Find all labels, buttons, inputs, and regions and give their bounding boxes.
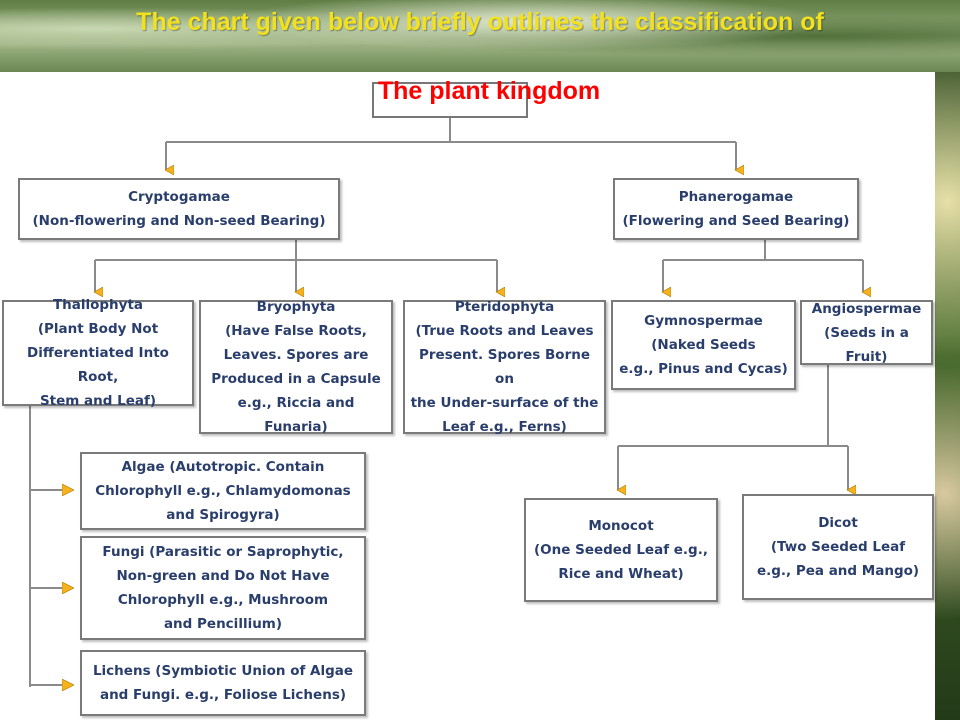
node-lichens: Lichens (Symbiotic Union of Algae and Fu… <box>80 650 366 716</box>
node-monocot: Monocot (One Seeded Leaf e.g., Rice and … <box>524 498 718 602</box>
node-algae: Algae (Autotropic. Contain Chlorophyll e… <box>80 452 366 530</box>
node-gymnospermae: Gymnospermae (Naked Seeds e.g., Pinus an… <box>611 300 796 390</box>
node-bryophyta: Bryophyta (Have False Roots, Leaves. Spo… <box>199 299 393 435</box>
node-angiospermae: Angiospermae (Seeds in a Fruit) <box>800 300 933 365</box>
forest-background-right <box>935 72 960 720</box>
node-cryptogamae: Cryptogamae (Non-flowering and Non-seed … <box>18 178 340 240</box>
node-thallophyta: Thallophyta (Plant Body Not Differentiat… <box>2 297 194 409</box>
node-phanerogamae: Phanerogamae (Flowering and Seed Bearing… <box>613 178 859 240</box>
node-fungi: Fungi (Parasitic or Saprophytic, Non-gre… <box>80 536 366 640</box>
forest-background-top <box>0 0 960 72</box>
node-pteridophyta: Pteridophyta (True Roots and Leaves Pres… <box>403 299 606 435</box>
slide-subtitle: The plant kingdom <box>377 77 601 105</box>
slide-title: The chart given below briefly outlines t… <box>136 8 824 36</box>
node-dicot: Dicot (Two Seeded Leaf e.g., Pea and Man… <box>742 494 934 600</box>
root-node-plant-kingdom <box>372 82 528 118</box>
